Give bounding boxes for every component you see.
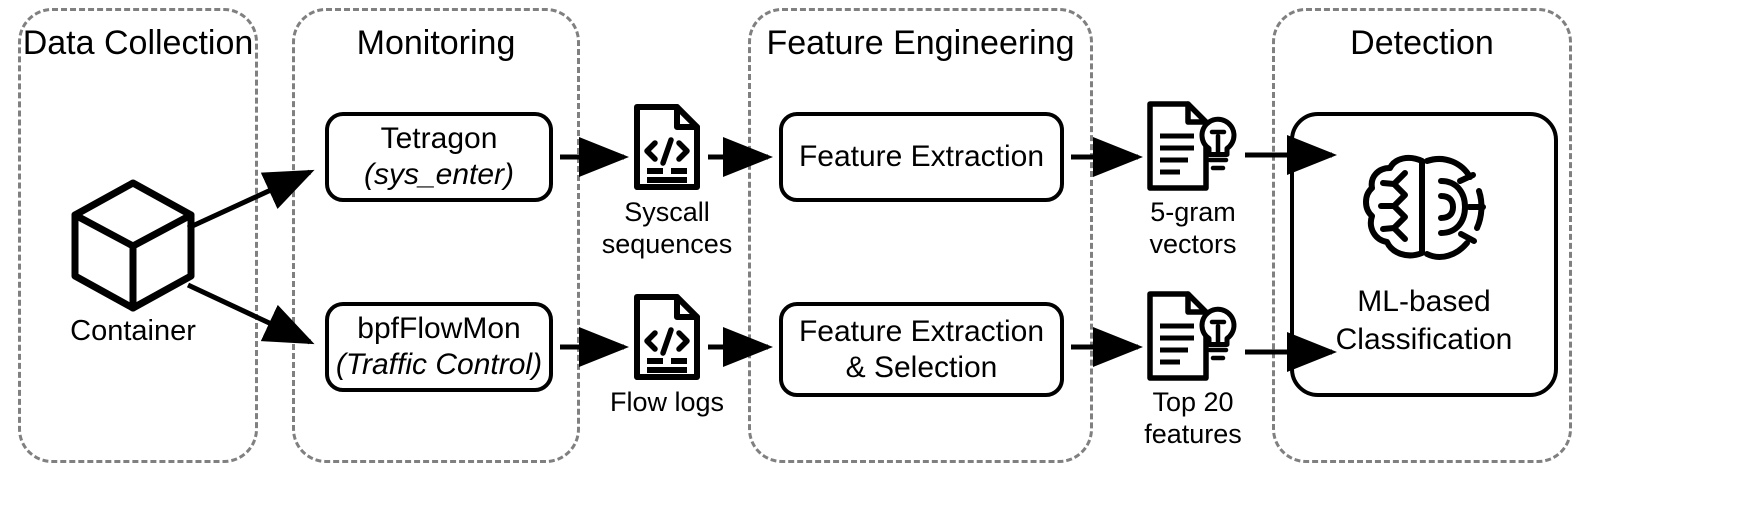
top-features-caption-line2: features xyxy=(1144,419,1242,449)
container-label: Container xyxy=(28,315,238,347)
syscall-caption-line1: Syscall xyxy=(624,197,710,227)
code-document-icon-flow xyxy=(633,293,701,381)
group-title-detection: Detection xyxy=(1350,24,1494,62)
tetragon-box[interactable]: Tetragon (sys_enter) xyxy=(325,112,553,202)
feature-extraction-top-title: Feature Extraction xyxy=(798,140,1045,173)
group-title-feature-engineering: Feature Engineering xyxy=(766,24,1075,62)
top-features-caption: Top 20 features xyxy=(1118,386,1268,450)
bpfflowmon-subtitle: (Traffic Control) xyxy=(335,348,543,381)
feature-extraction-bottom-subtitle: & Selection xyxy=(845,350,998,384)
group-title-data-collection: Data Collection xyxy=(22,24,254,62)
feature-extraction-bottom-title: Feature Extraction xyxy=(798,314,1045,348)
group-title-monitoring: Monitoring xyxy=(356,24,516,62)
feature-extraction-bottom-box[interactable]: Feature Extraction & Selection xyxy=(779,302,1064,397)
tetragon-subtitle: (sys_enter) xyxy=(363,158,515,191)
container-label-text: Container xyxy=(70,315,196,347)
bpfflowmon-box[interactable]: bpfFlowMon (Traffic Control) xyxy=(325,302,553,392)
ml-classification-title: ML-based xyxy=(1357,284,1491,318)
ngram-caption-line1: 5-gram xyxy=(1150,197,1236,227)
ngram-vectors-caption: 5-gram vectors xyxy=(1118,196,1268,260)
flow-logs-caption: Flow logs xyxy=(592,386,742,418)
syscall-caption-line2: sequences xyxy=(601,229,733,259)
group-feature-engineering xyxy=(748,8,1093,463)
group-detection xyxy=(1272,8,1572,463)
ml-classification-box[interactable]: ML-based Classification xyxy=(1290,112,1558,397)
document-idea-icon-ngram xyxy=(1146,100,1238,192)
document-idea-icon-topfeat xyxy=(1146,290,1238,382)
code-document-icon-syscall xyxy=(633,103,701,191)
top-features-caption-line1: Top 20 xyxy=(1152,387,1234,417)
cube-icon xyxy=(68,178,198,313)
tetragon-title: Tetragon xyxy=(380,122,498,155)
ngram-caption-line2: vectors xyxy=(1149,229,1237,259)
syscall-sequences-caption: Syscall sequences xyxy=(592,196,742,260)
bpfflowmon-title: bpfFlowMon xyxy=(357,312,521,345)
feature-extraction-top-box[interactable]: Feature Extraction xyxy=(779,112,1064,202)
group-data-collection xyxy=(18,8,258,463)
flow-logs-caption-line1: Flow logs xyxy=(609,387,725,417)
brain-gear-icon xyxy=(1361,151,1487,269)
ml-classification-subtitle: Classification xyxy=(1335,322,1513,356)
group-monitoring xyxy=(292,8,580,463)
